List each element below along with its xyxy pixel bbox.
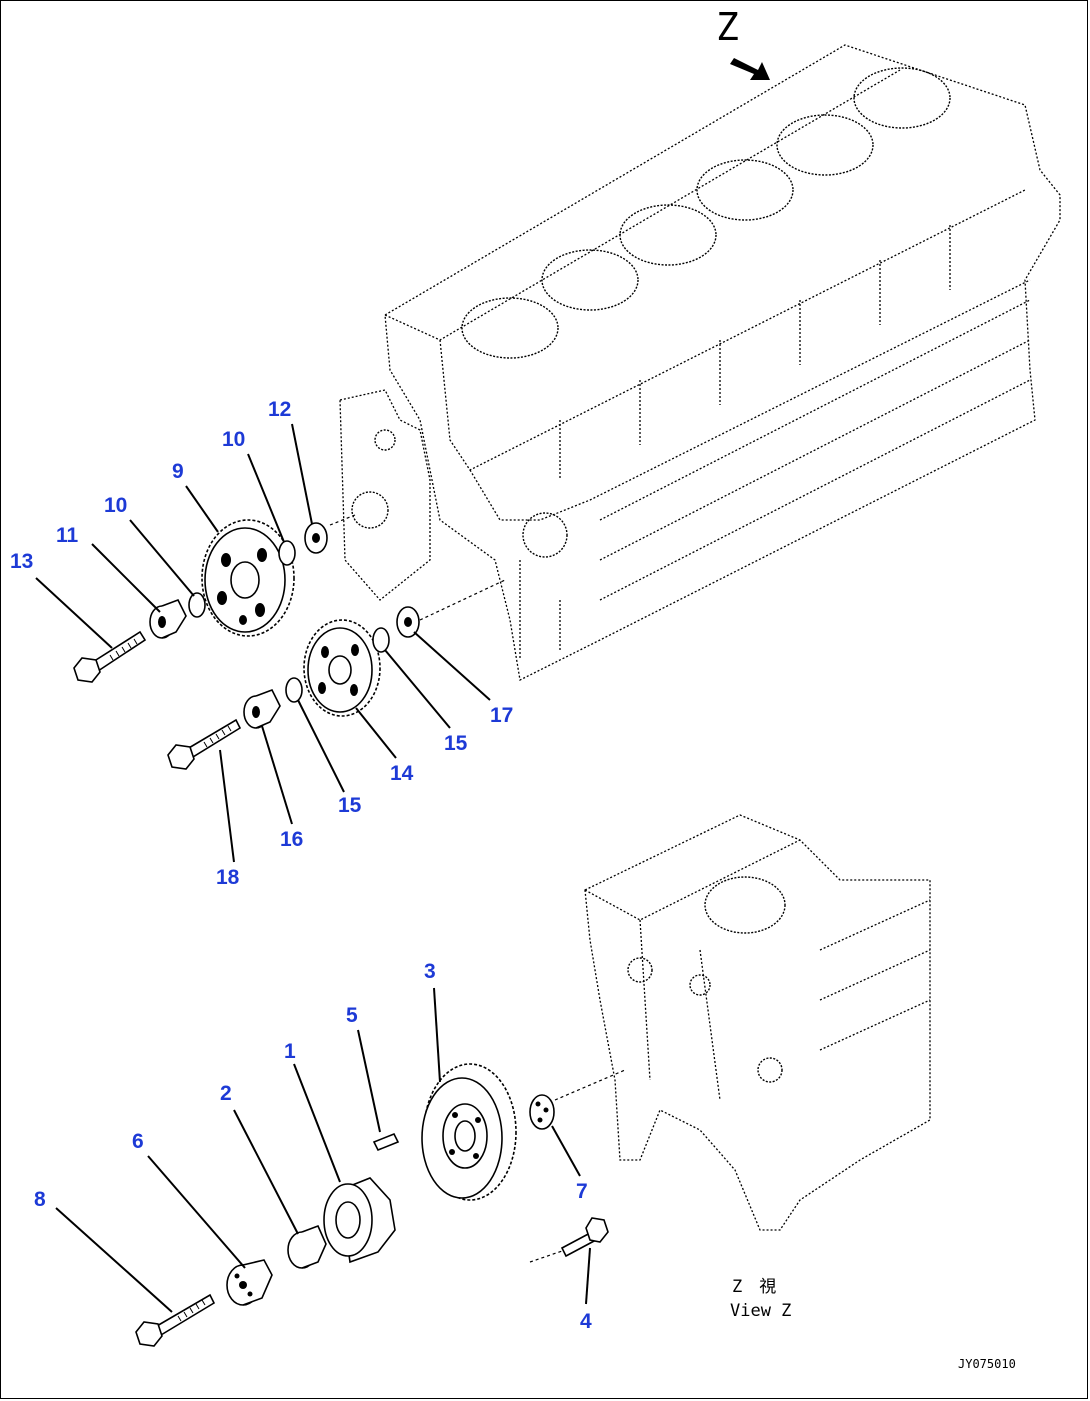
part-17-thrust-plate — [396, 606, 420, 638]
callout-10: 10 — [104, 494, 127, 517]
callout-2: 2 — [220, 1082, 232, 1105]
callout-13: 13 — [10, 550, 33, 573]
view-label-en: View Z — [730, 1301, 791, 1321]
cylinder-bores — [461, 67, 951, 359]
callout-4: 4 — [580, 1310, 592, 1333]
callout-10: 10 — [222, 428, 245, 451]
view-arrow-icon — [730, 58, 770, 80]
part-10-washer-left — [188, 592, 206, 618]
callout-17: 17 — [490, 704, 513, 727]
callout-18: 18 — [216, 866, 240, 889]
axis-bolt-4 — [529, 1249, 566, 1263]
axis-upper-a — [329, 514, 356, 526]
part-10-washer-right — [278, 540, 296, 566]
part-15-washer-right — [372, 627, 390, 653]
drawing-code: JY075010 — [958, 1357, 1016, 1371]
callout-1: 1 — [284, 1040, 296, 1063]
part-14-idler-gear — [303, 619, 381, 717]
part-6-thrust-plate — [226, 1259, 273, 1306]
part-7-plate — [529, 1094, 555, 1130]
part-4-bolt — [560, 1217, 609, 1258]
part-16-collar — [243, 688, 281, 729]
callout-11: 11 — [56, 524, 79, 547]
callout-15: 15 — [444, 732, 468, 755]
view-label-jp: Z 視 — [732, 1277, 776, 1297]
part-15-washer-left — [285, 677, 303, 703]
callout-9: 9 — [172, 460, 184, 483]
callout-15: 15 — [338, 794, 362, 817]
cylinder-block-lower — [584, 814, 931, 1231]
part-18-bolt — [167, 718, 242, 770]
cylinder-block-upper — [339, 44, 1061, 681]
callout-12: 12 — [268, 398, 291, 421]
part-13-bolt — [73, 630, 147, 683]
callout-8: 8 — [34, 1188, 46, 1211]
callout-16: 16 — [280, 828, 303, 851]
part-9-idler-gear — [201, 519, 295, 637]
part-5-pin — [372, 1132, 400, 1152]
part-8-bolt — [135, 1293, 216, 1347]
leader-lines — [35, 423, 591, 1313]
part-12-thrust-plate — [304, 522, 328, 554]
callout-numbers: 13 11 10 9 10 12 17 15 14 15 16 18 3 5 1… — [10, 398, 592, 1333]
callout-5: 5 — [346, 1004, 358, 1027]
axis-upper-b — [419, 579, 506, 621]
part-1-bearing — [323, 1177, 396, 1264]
part-2-bushing — [287, 1224, 327, 1269]
view-letter-z: Z — [716, 5, 739, 49]
callout-6: 6 — [132, 1130, 144, 1153]
part-3-cam-gear — [421, 1063, 517, 1201]
callout-14: 14 — [390, 762, 414, 785]
callout-3: 3 — [424, 960, 436, 983]
callout-7: 7 — [576, 1180, 588, 1203]
part-11-collar — [149, 598, 187, 639]
axis-lower — [554, 1069, 626, 1101]
